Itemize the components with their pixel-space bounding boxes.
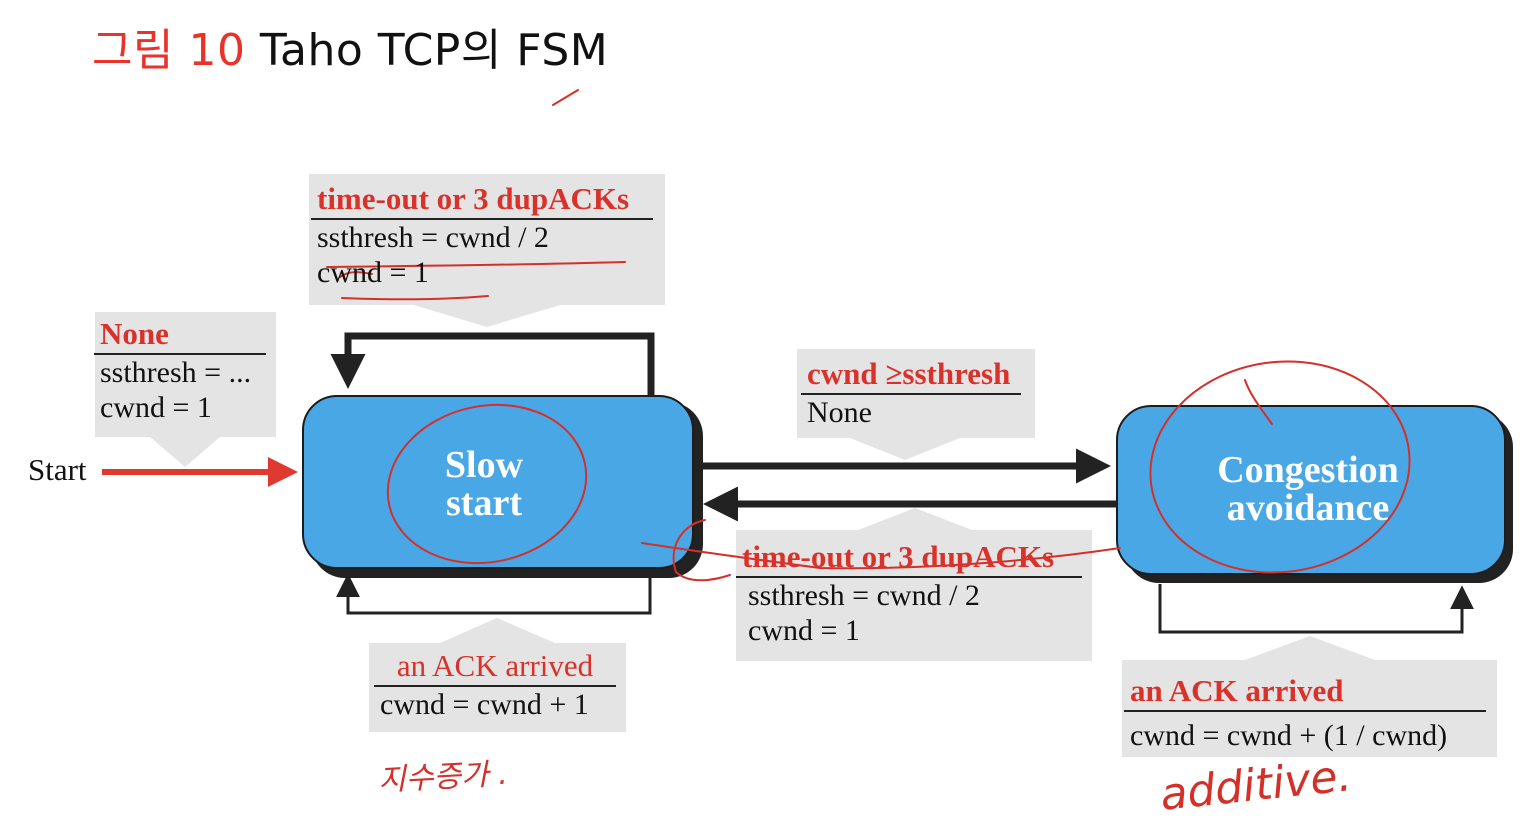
action-line: cwnd = 1 [748, 614, 860, 647]
handwritten-note-exponential: 지수증가 . [377, 756, 509, 799]
condition-label: None [94, 315, 266, 355]
action-line: cwnd = cwnd + (1 / cwnd) [1130, 719, 1448, 752]
callout-bg-initial [95, 312, 276, 467]
callout-ss-timeout: time-out or 3 dupACKs ssthresh = cwnd / … [311, 180, 653, 290]
state-label-congestion-avoidance: Congestion avoidance [1168, 451, 1448, 527]
callout-bg-ca-to-ss [736, 508, 1092, 661]
ss-timeout-loop-arrow [330, 332, 655, 396]
state-label-slow-start: Slow start [393, 446, 575, 522]
condition-label: time-out or 3 dupACKs [736, 538, 1082, 578]
condition-label: an ACK arrived [374, 647, 616, 687]
state-label-line: Congestion [1217, 449, 1399, 491]
callout-initial: None ssthresh = ... cwnd = 1 [94, 315, 266, 425]
ca-ack-loop-arrow [1158, 584, 1474, 634]
start-label: Start [28, 452, 87, 487]
action-line: ssthresh = cwnd / 2 [748, 579, 980, 612]
figure-number: 그림 10 [92, 25, 246, 76]
condition-label: time-out or 3 dupACKs [311, 180, 653, 220]
action-line: ssthresh = ... [100, 356, 252, 389]
action-line: None [807, 396, 872, 429]
condition-label: cwnd ≥ssthresh [801, 355, 1021, 395]
state-label-line: avoidance [1226, 487, 1390, 529]
action-line: ssthresh = cwnd / 2 [317, 221, 549, 254]
state-label-line: Slow [444, 444, 524, 486]
callout-bg-ss-to-ca [797, 349, 1035, 460]
handwritten-marks [326, 89, 1411, 582]
condition-label: an ACK arrived [1124, 672, 1486, 712]
callout-bg-ss-ack [369, 618, 626, 732]
callout-ss-to-ca: cwnd ≥ssthresh None [801, 355, 1021, 430]
action-line: cwnd = 1 [100, 391, 212, 424]
callout-bg-ca-ack [1122, 636, 1497, 757]
callout-bg-ss-timeout [309, 174, 665, 327]
callout-ca-ack: an ACK arrived cwnd = cwnd + (1 / cwnd) [1124, 672, 1486, 753]
action-line: cwnd = cwnd + 1 [380, 688, 589, 721]
figure-title: Taho TCP의 FSM [245, 25, 609, 76]
page-title: 그림 10 Taho TCP의 FSM [92, 14, 608, 78]
state-slow-start [302, 395, 694, 569]
callout-ss-ack: an ACK arrived cwnd = cwnd + 1 [374, 647, 616, 722]
callout-ca-to-ss: time-out or 3 dupACKs ssthresh = cwnd / … [736, 538, 1082, 648]
action-line: cwnd = 1 [317, 256, 429, 289]
state-label-line: start [446, 482, 522, 524]
ss-ack-loop-arrow [336, 573, 652, 615]
